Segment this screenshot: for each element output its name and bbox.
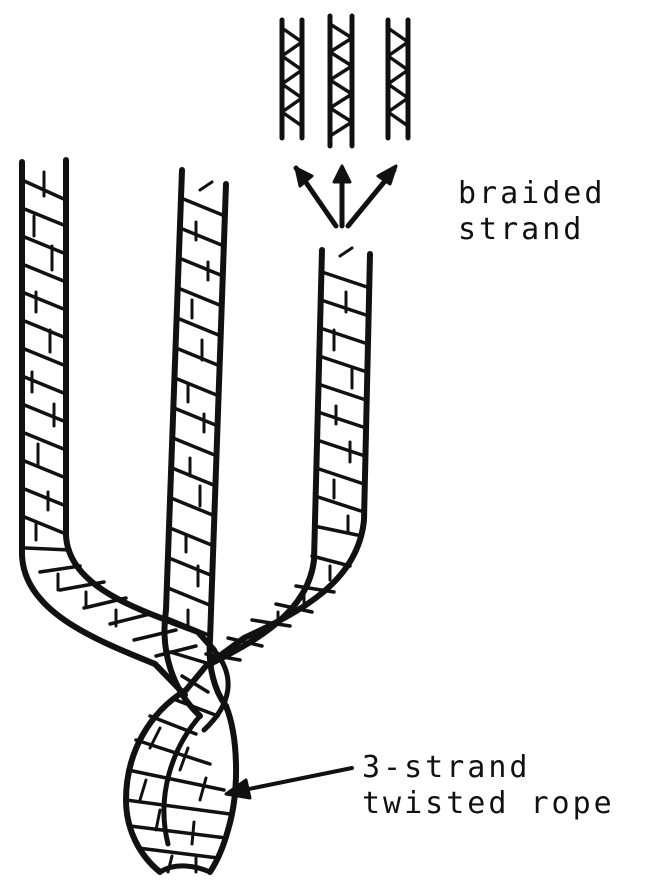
arrowhead-right: [378, 166, 396, 184]
braided-yarns: [282, 16, 408, 146]
braided-strand-label: braided strand: [458, 176, 605, 248]
braided-strand-label-line2: strand: [458, 212, 605, 248]
rope-leader-arrow: [226, 768, 352, 798]
twisted-rope: [126, 650, 236, 872]
twisted-rope-label-line1: 3-strand: [362, 750, 615, 786]
arrowhead-left: [296, 168, 312, 186]
twisted-rope-label-line2: twisted rope: [362, 786, 615, 822]
unbraid-arrows: [296, 166, 396, 226]
braided-strand-label-line1: braided: [458, 176, 605, 212]
left-strand: [22, 160, 214, 695]
arrowhead-middle: [334, 166, 350, 182]
twisted-rope-label: 3-strand twisted rope: [362, 750, 615, 822]
